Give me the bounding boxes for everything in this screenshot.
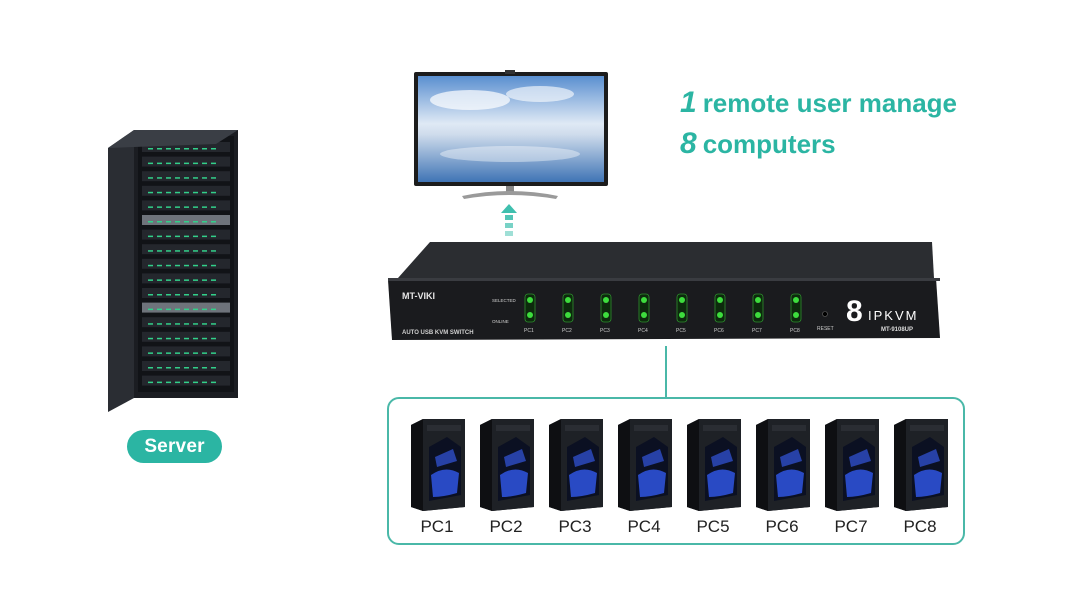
kvm-port-pc4[interactable]: PC4 xyxy=(638,293,650,334)
pc-tower-pc5 xyxy=(683,417,743,513)
kvm-port-label: PC3 xyxy=(600,328,610,334)
kvm-port-label: PC8 xyxy=(790,328,800,334)
pc-tower-pc2 xyxy=(476,417,536,513)
headline-number-1: 1 xyxy=(680,86,697,119)
pc-tower-pc1 xyxy=(407,417,467,513)
kvm-port-label: PC6 xyxy=(714,328,724,334)
kvm-selected-label: SELECTED xyxy=(492,298,517,303)
kvm-model-number: MT-9108UP xyxy=(881,327,913,333)
kvm-port-pc8[interactable]: PC8 xyxy=(790,293,802,334)
pc-label: PC5 xyxy=(696,517,730,536)
kvm-model-digit: 8 xyxy=(846,295,863,328)
pc-tower-pc4 xyxy=(614,417,674,513)
headline-text-2: computers xyxy=(702,129,836,159)
kvm-port-pc1[interactable]: PC1 xyxy=(524,293,536,334)
server-rack-image xyxy=(108,130,242,412)
pc-label: PC6 xyxy=(765,517,799,536)
pc-label: PC3 xyxy=(558,517,592,536)
pc-tower-pc6 xyxy=(752,417,812,513)
kvm-brand: MT-VIKI xyxy=(402,291,435,301)
kvm-port-pc2[interactable]: PC2 xyxy=(562,293,574,334)
kvm-port-pc6[interactable]: PC6 xyxy=(714,293,726,334)
pc-label: PC1 xyxy=(420,517,454,536)
pc-label: PC4 xyxy=(627,517,661,536)
kvm-port-label: PC1 xyxy=(524,328,534,334)
kvm-model-text: IPKVM xyxy=(868,308,918,323)
connector-line xyxy=(665,346,667,398)
pc-tower-pc3 xyxy=(545,417,605,513)
pc-tower-pc7 xyxy=(821,417,881,513)
kvm-switch: PC1 PC2 PC3 PC4 PC5 PC6 PC7 PC8 MT-VIKI AUTO US… xyxy=(384,240,944,350)
kvm-port-label: PC5 xyxy=(676,328,686,334)
pc-label: PC2 xyxy=(489,517,523,536)
kvm-port-pc7[interactable]: PC7 xyxy=(752,293,764,334)
kvm-subtitle: AUTO USB KVM SWITCH xyxy=(402,330,474,336)
pc-label: PC7 xyxy=(834,517,868,536)
headline-number-2: 8 xyxy=(680,127,697,160)
kvm-port-label: PC2 xyxy=(562,328,572,334)
headline-text-1: remote user manage xyxy=(702,88,958,118)
arrow-up-icon xyxy=(501,204,517,236)
reset-button[interactable] xyxy=(822,311,828,317)
kvm-port-label: PC7 xyxy=(752,328,762,334)
kvm-port-pc3[interactable]: PC3 xyxy=(600,293,612,334)
kvm-online-label: ONLINE xyxy=(492,319,509,324)
server-label: Server xyxy=(127,430,222,463)
kvm-port-label: PC4 xyxy=(638,328,648,334)
monitor-image xyxy=(410,70,610,210)
pc-group-box: PC1 PC2 PC3 PC4 PC5 PC6 PC7 PC8 xyxy=(387,397,965,545)
kvm-reset-label: RESET xyxy=(817,326,834,332)
pc-label: PC8 xyxy=(903,517,937,536)
pc-tower-pc8 xyxy=(890,417,950,513)
kvm-port-pc5[interactable]: PC5 xyxy=(676,293,688,334)
